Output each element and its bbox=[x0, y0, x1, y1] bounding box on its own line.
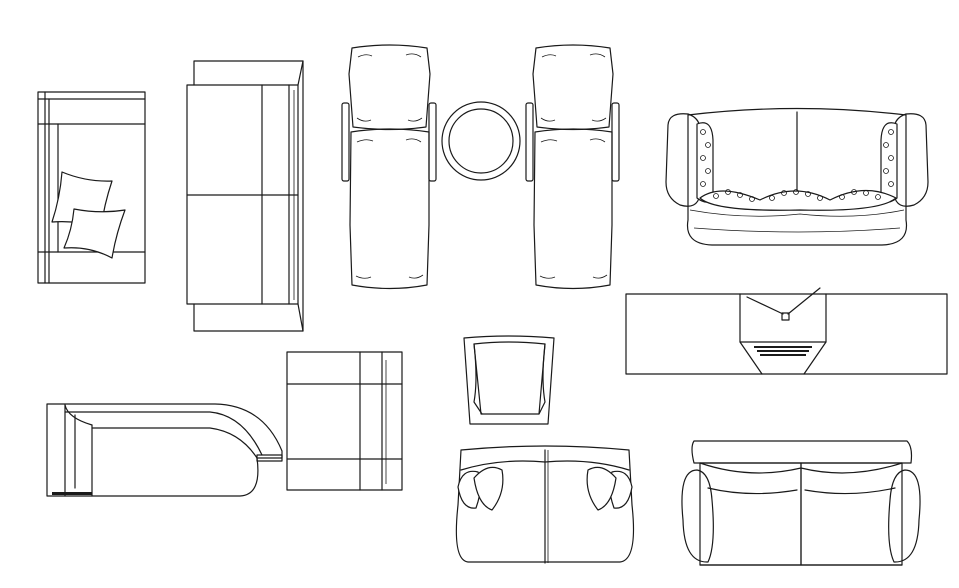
chaise-longue bbox=[46, 403, 283, 497]
tv-console-unit bbox=[625, 287, 948, 375]
small-chair bbox=[463, 335, 555, 425]
long-sofa-plan bbox=[186, 60, 304, 332]
loveseat-with-pillows bbox=[455, 445, 635, 564]
round-side-table bbox=[441, 101, 521, 181]
two-seat-sofa bbox=[681, 440, 921, 566]
armchair-plan bbox=[286, 351, 403, 491]
sun-lounger-left bbox=[341, 44, 437, 290]
sun-lounger-right bbox=[525, 44, 620, 290]
floral-cushion-sofa bbox=[665, 107, 929, 246]
sofa-with-cushions-plan bbox=[37, 91, 146, 284]
